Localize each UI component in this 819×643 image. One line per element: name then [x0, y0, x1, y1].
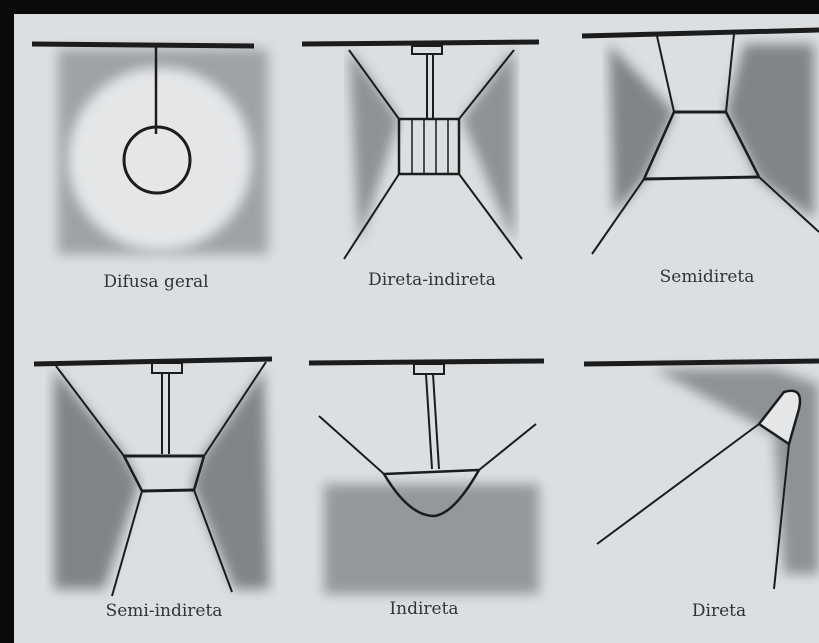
caption-semidireta: Semidireta	[587, 267, 819, 287]
ceiling-mount	[412, 46, 442, 54]
ceiling-line	[32, 44, 254, 46]
beam-up-left	[319, 416, 384, 474]
diffuse-light-area	[68, 67, 252, 251]
right-shading	[192, 369, 269, 589]
caption-indireta: Indireta	[304, 599, 544, 619]
ceiling-mount	[152, 363, 182, 373]
panel-difusa-geral	[32, 44, 268, 254]
panel-direta-indireta	[302, 42, 539, 259]
cylinder-lamp-icon	[399, 119, 459, 174]
beam-up-right	[479, 424, 536, 470]
caption-semi-indireta: Semi-indireta	[44, 601, 284, 621]
ceiling-line	[302, 42, 539, 44]
shade-bottom	[142, 490, 194, 491]
lamp-rod	[433, 374, 439, 469]
panel-semi-indireta	[34, 359, 272, 596]
panel-indireta	[309, 361, 544, 594]
right-shading	[726, 44, 814, 219]
panel-direta	[584, 361, 819, 589]
caption-direta: Direta	[599, 601, 819, 621]
left-shading	[349, 48, 399, 244]
left-shading	[54, 369, 139, 589]
ceiling-line	[584, 361, 819, 364]
lighting-types-diagram	[14, 14, 819, 643]
caption-direta-indireta: Direta-indireta	[312, 270, 552, 290]
ceiling-line	[582, 30, 819, 36]
caption-difusa-geral: Difusa geral	[36, 272, 276, 292]
sketch-sheet: Difusa geral Direta-indireta Semidireta …	[14, 14, 819, 643]
beam-left	[597, 424, 759, 544]
shade-bottom	[644, 177, 759, 179]
lamp-rod	[426, 374, 432, 469]
under-shading	[324, 484, 539, 594]
panel-semidireta	[582, 30, 819, 254]
ceiling-mount	[414, 364, 444, 374]
ceiling-line	[309, 361, 544, 363]
